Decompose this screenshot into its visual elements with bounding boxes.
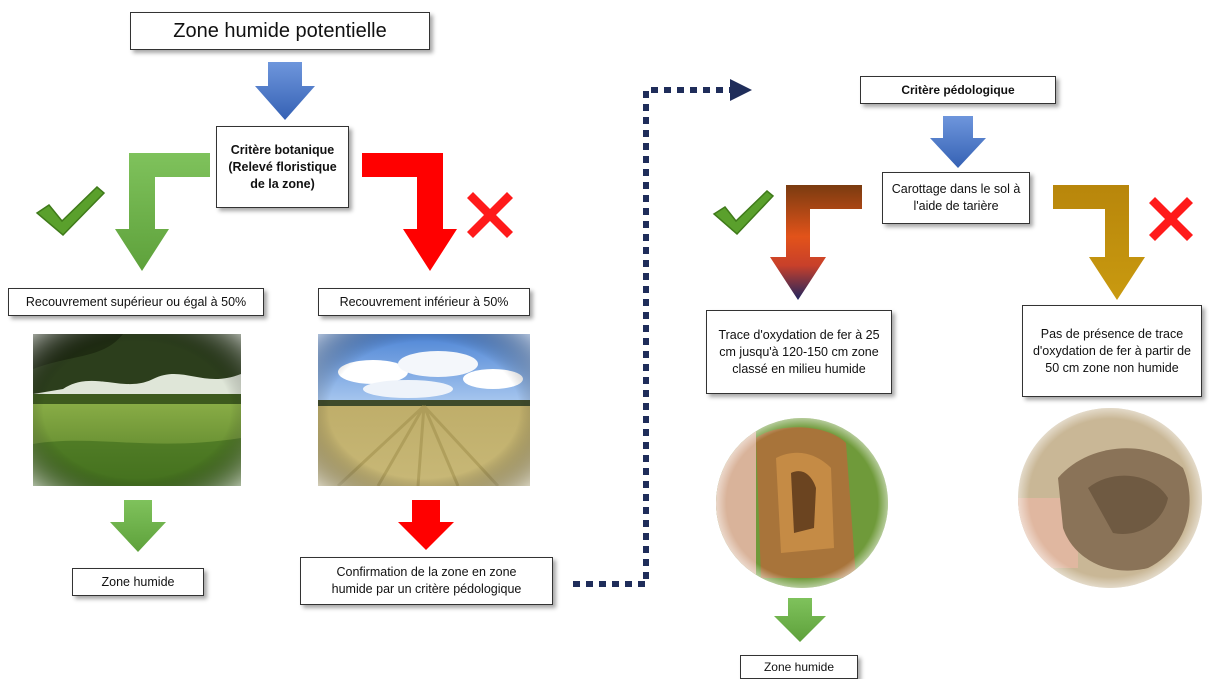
elbow-arrow-gold bbox=[1053, 185, 1145, 300]
outcome-box-wetland-right: Zone humide bbox=[740, 655, 858, 679]
down-arrow-red bbox=[398, 500, 454, 550]
page-title: Zone humide potentielle bbox=[130, 12, 430, 50]
dotted-connector bbox=[573, 79, 752, 587]
botanical-criterion-box: Critère botanique (Relevé floristique de… bbox=[216, 126, 349, 208]
down-arrow-blue-right bbox=[930, 116, 986, 168]
elbow-arrow-red bbox=[362, 153, 457, 271]
elbow-arrow-soil bbox=[770, 185, 862, 300]
cross-icon bbox=[467, 192, 513, 238]
check-icon bbox=[35, 185, 106, 237]
soil-core-photo bbox=[716, 418, 888, 588]
outcome-box-wetland: Zone humide bbox=[72, 568, 204, 596]
down-arrow-blue bbox=[255, 62, 315, 120]
elbow-arrow-green bbox=[115, 153, 210, 271]
cross-icon-right bbox=[1149, 197, 1193, 241]
soil-result-positive: Trace d'oxydation de fer à 25 cm jusqu'à… bbox=[706, 310, 892, 394]
field-photo bbox=[318, 334, 530, 486]
coring-method-box: Carottage dans le sol à l'aide de tarièr… bbox=[882, 172, 1030, 224]
outcome-box-confirmation: Confirmation de la zone en zone humide p… bbox=[300, 557, 553, 605]
down-arrow-green-right bbox=[774, 598, 826, 642]
down-arrow-green bbox=[110, 500, 166, 552]
result-box-positive: Recouvrement supérieur ou égal à 50% bbox=[8, 288, 264, 316]
meadow-photo bbox=[33, 334, 241, 486]
result-box-negative: Recouvrement inférieur à 50% bbox=[318, 288, 530, 316]
soil-sample-photo bbox=[1018, 408, 1202, 588]
soil-result-negative: Pas de présence de trace d'oxydation de … bbox=[1022, 305, 1202, 397]
check-icon-right bbox=[712, 189, 775, 236]
soil-criterion-box: Critère pédologique bbox=[860, 76, 1056, 104]
